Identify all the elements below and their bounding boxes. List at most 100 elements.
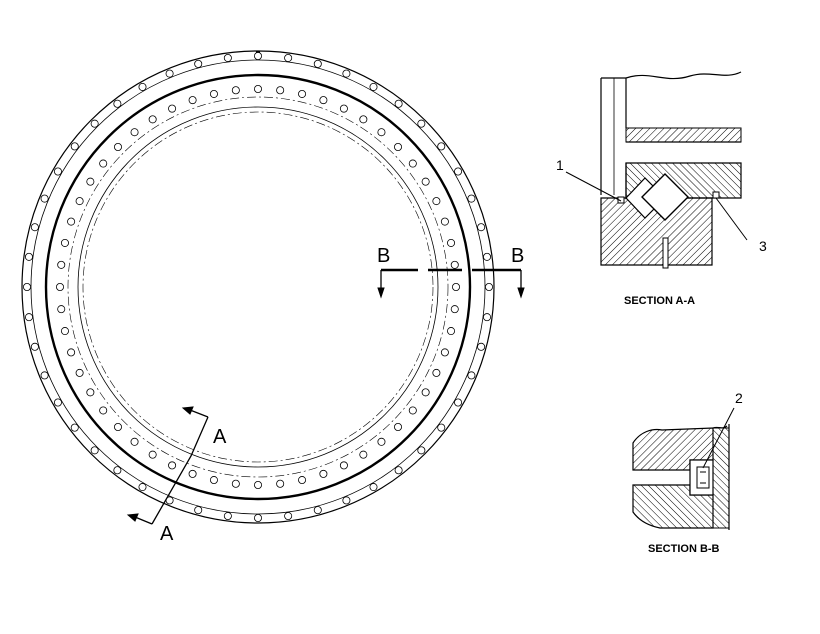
outer-bolt-hole [483, 252, 492, 261]
inner-bolt-hole [99, 406, 108, 415]
outer-bolt-hole [369, 82, 378, 91]
section-line-a [126, 406, 209, 525]
inner-bolt-hole [298, 476, 307, 485]
inner-bolt-hole [231, 86, 240, 95]
outer-bolt-hole [90, 446, 99, 455]
inner-bolt-hole [60, 238, 69, 247]
inner-bolt-hole [253, 85, 262, 94]
inner-bolt-hole [450, 305, 459, 314]
outer-bolt-hole [342, 69, 351, 78]
outer-bolt-hole [22, 282, 31, 291]
inner-bolt-hole [56, 282, 65, 291]
outer-bolt-hole [253, 514, 262, 523]
outer-bolt-hole [313, 59, 322, 68]
inner-bolt-hole [67, 217, 76, 226]
outer-bolt-hole [313, 506, 322, 515]
inner-bolt-hole [130, 128, 139, 137]
outer-bolt-hole [70, 142, 79, 151]
inner-bolt-hole [168, 461, 177, 470]
outer-bolt-hole [223, 53, 232, 62]
inner-bolt-hole [86, 177, 95, 186]
inner-bolt-hole [130, 437, 139, 446]
leader-2 [702, 407, 735, 469]
outer-bolt-hole [437, 142, 446, 151]
inner-bolt-hole [75, 197, 84, 206]
inner-bolt-hole [421, 388, 430, 397]
outer-bolt-hole [253, 52, 262, 61]
outer-bolt-hole [284, 512, 293, 521]
inner-bolt-hole [298, 89, 307, 98]
inner-ring-section [600, 197, 713, 266]
leader-1 [565, 171, 622, 202]
outer-bolt-hole [24, 313, 33, 322]
inner-bolt-hole [253, 480, 262, 489]
inner-bolt-hole [209, 476, 218, 485]
section-a-top-arm [189, 409, 209, 418]
section-bb-caption: SECTION B-B [648, 543, 720, 555]
roller-element [641, 173, 689, 221]
outer-bolt-hole [165, 69, 174, 78]
outer-bolt-hole [30, 223, 39, 232]
outer-bolt-hole [284, 53, 293, 62]
inner-bolt-hole [148, 115, 157, 124]
section-b-left-label: B [377, 245, 390, 267]
outer-bolt-hole [477, 223, 486, 232]
inner-bolt-hole [276, 479, 285, 488]
section-a-top-label: A [213, 426, 227, 448]
outer-bolt-hole [394, 466, 403, 475]
section-a-cut-line [151, 416, 209, 525]
section-bb-detail [632, 407, 735, 530]
inner-bolt-hole [339, 104, 348, 113]
outer-bolt-hole [40, 371, 49, 380]
outer-bolt-hole [40, 194, 49, 203]
inner-bolt-hole [432, 197, 441, 206]
inner-bolt-hole [450, 260, 459, 269]
inner-bolt-hole [319, 469, 328, 478]
inner-bolt-hole [319, 96, 328, 105]
inner-bolt-hole [209, 89, 218, 98]
outer-bolt-hole [24, 252, 33, 261]
outer-bolt-hole [194, 59, 203, 68]
outer-bolt-hole [483, 313, 492, 322]
inner-bolt-hole [359, 450, 368, 459]
outer-bolt-hole [113, 466, 122, 475]
raceway-edge [44, 73, 472, 501]
inner-bolt-hole [60, 327, 69, 336]
inner-bolt-hole [440, 348, 449, 357]
seal-right [712, 191, 720, 199]
outer-bolt-hole [467, 371, 476, 380]
inner-bolt-hole [408, 406, 417, 415]
outer-bolt-hole [417, 119, 426, 128]
inner-ring-edge [77, 106, 439, 468]
outer-bolt-hole [138, 483, 147, 492]
inner-ring-bore [82, 111, 434, 463]
callout-1: 1 [556, 157, 564, 173]
outer-bolt-hole [223, 512, 232, 521]
ring-plan-view [21, 50, 495, 524]
inner-bolt-hole [339, 461, 348, 470]
section-line-b [377, 268, 525, 299]
outer-bolt-hole [484, 282, 493, 291]
inner-bolt-hole [451, 282, 460, 291]
section-aa-detail [565, 71, 748, 269]
leader-3 [715, 197, 748, 241]
inner-bolt-hole [394, 423, 403, 432]
inner-bolt-holes [56, 85, 460, 489]
callout-2: 2 [735, 390, 743, 406]
inner-bolt-hole [447, 327, 456, 336]
section-a-top-arrow-icon [181, 406, 194, 415]
inner-bolt-hole [447, 238, 456, 247]
section-b-left-arrow-icon [377, 287, 385, 299]
outer-bolt-hole [454, 398, 463, 407]
upper-plate [625, 127, 742, 143]
inner-bolt-hole [86, 388, 95, 397]
outer-ring-inner-edge [30, 59, 486, 515]
inner-bolt-hole [188, 469, 197, 478]
inner-bolt-hole [99, 159, 108, 168]
outer-bolt-hole [477, 342, 486, 351]
outer-bolt-hole [342, 496, 351, 505]
inner-bolt-hole [67, 348, 76, 357]
inner-bolt-hole [408, 159, 417, 168]
inner-bolt-hole [421, 177, 430, 186]
